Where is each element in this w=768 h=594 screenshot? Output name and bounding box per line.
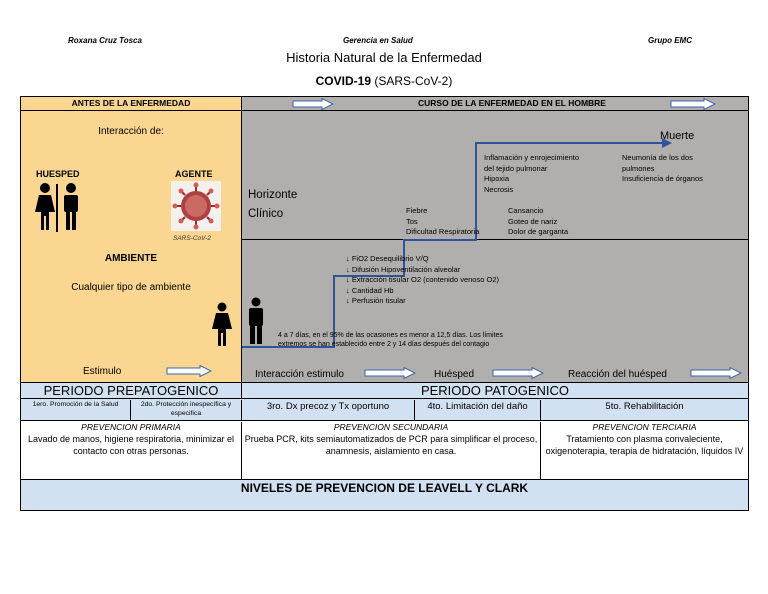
level-5: 5to. Rehabilitación bbox=[605, 401, 684, 412]
author-name: Roxana Cruz Tosca bbox=[68, 36, 142, 45]
host-reaction-label: Reacción del huésped bbox=[568, 369, 667, 380]
disease-progression-staircase bbox=[242, 138, 672, 348]
woman-icon bbox=[212, 302, 232, 346]
mild-symptom: Cansancio bbox=[508, 206, 544, 215]
subclinical-changes: ↓ FiO2 Desequilibrio V/Q ↓ Difusión Hipo… bbox=[346, 254, 499, 307]
level-4: 4to. Limitación del daño bbox=[415, 400, 541, 420]
virus-caption: SARS-CoV-2 bbox=[173, 235, 212, 242]
severe-symptoms: Inflamación y enrojecimiento del tejido … bbox=[484, 153, 579, 195]
prepathogenic-period-label: PERIODO PREPATOGENICO bbox=[21, 382, 242, 399]
page-subtitle: COVID-19 (SARS-CoV-2) bbox=[200, 74, 568, 88]
death-label: Muerte bbox=[660, 130, 695, 142]
subclinical-item: ↓ FiO2 Desequilibrio V/Q bbox=[346, 254, 429, 263]
agent-label: AGENTE bbox=[175, 169, 213, 179]
before-disease-heading: ANTES DE LA ENFERMEDAD bbox=[21, 97, 241, 111]
host-arrow-icon bbox=[492, 367, 544, 379]
leavell-clark-title: NIVELES DE PREVENCION DE LEAVELL Y CLARK bbox=[240, 481, 529, 495]
severe-symptom: Inflamación y enrojecimiento bbox=[484, 153, 580, 162]
people-icon bbox=[35, 183, 78, 232]
stimulus-arrow-icon bbox=[166, 365, 212, 377]
tertiary-prevention: PREVENCION TERCIARIA Tratamiento con pla… bbox=[541, 422, 748, 479]
periods-band bbox=[21, 382, 748, 399]
heading-arrow-left-icon bbox=[292, 98, 334, 110]
primary-prevention-text: Lavado de manos, higiene respiratoria, m… bbox=[27, 434, 235, 456]
primary-prevention-title: PREVENCION PRIMARIA bbox=[81, 422, 181, 432]
level-3: 3ro. Dx precoz y Tx oportuno bbox=[242, 400, 415, 420]
mild-symptom: Dolor de garganta bbox=[508, 227, 569, 236]
host-footer-label: Huésped bbox=[434, 369, 475, 380]
heading-arrow-right-icon bbox=[670, 98, 716, 110]
disease-course-heading: CURSO DE LA ENFERMEDAD EN EL HOMBRE bbox=[418, 98, 606, 108]
pathogenic-heading-bar bbox=[242, 97, 748, 111]
secondary-prevention-text: Prueba PCR, kits semiautomatizados de PC… bbox=[244, 434, 538, 456]
fatal-symptom: Insuficiencia de órganos bbox=[622, 174, 703, 183]
subclinical-item: ↓ Difusión Hipoventilación alveolar bbox=[346, 264, 461, 274]
secondary-prevention-title: PREVENCION SECUNDARIA bbox=[333, 422, 449, 432]
level-2: 2do. Protección inespecífica y especific… bbox=[131, 400, 242, 420]
host-label: HUESPED bbox=[36, 169, 80, 179]
diagram-frame bbox=[20, 96, 749, 511]
clinical-horizon-line bbox=[242, 239, 748, 240]
level-1: 1ero. Promoción de la Salud bbox=[21, 400, 131, 420]
fatal-symptoms: Neumonía de los dos pulmones Insuficienc… bbox=[622, 153, 703, 185]
fatal-symptom: Neumonía de los dos bbox=[622, 153, 693, 162]
subclinical-item: ↓ Extracción tisular O2 (contenido venos… bbox=[346, 275, 499, 284]
footer-band: NIVELES DE PREVENCION DE LEAVELL Y CLARK bbox=[21, 480, 748, 510]
levels-band bbox=[21, 399, 748, 421]
interaction-arrow-icon bbox=[364, 367, 416, 379]
subclinical-item: ↓ Perfusión tisular bbox=[346, 296, 406, 305]
page-title: Historia Natural de la Enfermedad bbox=[286, 50, 482, 65]
clinical-horizon-line1: Horizonte bbox=[248, 189, 298, 201]
tertiary-prevention-title: PREVENCION TERCIARIA bbox=[592, 422, 697, 432]
severe-symptom: Necrosis bbox=[484, 184, 514, 194]
course-name: Gerencia en Salud bbox=[343, 36, 413, 45]
stimulus-label: Estimulo bbox=[83, 366, 122, 377]
subtitle-disease: COVID-19 bbox=[315, 74, 371, 88]
subclinical-item: ↓ Cantidad Hb bbox=[346, 285, 394, 295]
incubation-line: 4 a 7 días, en el 95% de las ocasiones e… bbox=[278, 332, 503, 339]
prevention-row bbox=[21, 421, 748, 480]
reaction-arrow-icon bbox=[690, 367, 742, 379]
primary-prevention: PREVENCION PRIMARIA Lavado de manos, hig… bbox=[21, 422, 242, 479]
subtitle-virus: (SARS-CoV-2) bbox=[371, 74, 453, 88]
mild-symptom: Goteo de nariz bbox=[508, 216, 558, 226]
stimulus-interaction-label: Interacción estimulo bbox=[255, 369, 344, 380]
group-name: Grupo EMC bbox=[648, 36, 692, 45]
clinical-horizon-label: Horizonte Clínico bbox=[248, 186, 297, 224]
environment-description: Cualquier tipo de ambiente bbox=[71, 282, 191, 293]
environment-label: AMBIENTE bbox=[104, 253, 158, 264]
virus-icon bbox=[171, 181, 221, 231]
mild-symptom: Tos bbox=[406, 216, 418, 226]
secondary-prevention: PREVENCION SECUNDARIA Prueba PCR, kits s… bbox=[242, 422, 541, 479]
severe-symptom: del tejido pulmonar bbox=[484, 163, 548, 173]
pathogenic-panel: CURSO DE LA ENFERMEDAD EN EL HOMBRE Muer… bbox=[242, 97, 748, 382]
interaction-label: Interacción de: bbox=[98, 126, 164, 137]
mild-symptoms-a: Fiebre Tos Dificultad Respiratoria bbox=[406, 206, 479, 238]
incubation-line: extremos se han establecido entre 2 y 14… bbox=[278, 341, 490, 348]
man-icon bbox=[249, 297, 263, 344]
clinical-horizon-line2: Clínico bbox=[248, 208, 284, 220]
fatal-symptom: pulmones bbox=[622, 163, 655, 173]
mild-symptom: Fiebre bbox=[406, 206, 428, 215]
severe-symptom: Hipoxia bbox=[484, 174, 510, 183]
mild-symptoms-b: Cansancio Goteo de nariz Dolor de gargan… bbox=[508, 206, 568, 238]
incubation-period: 4 a 7 días, en el 95% de las ocasiones e… bbox=[278, 331, 618, 349]
pathogenic-period-label: PERIODO PATOGENICO bbox=[420, 383, 570, 398]
prepathogenic-panel: ANTES DE LA ENFERMEDAD Interacción de: H… bbox=[21, 97, 242, 382]
mild-symptom: Dificultad Respiratoria bbox=[406, 227, 480, 236]
tertiary-prevention-text: Tratamiento con plasma convaleciente, ox… bbox=[545, 434, 744, 456]
